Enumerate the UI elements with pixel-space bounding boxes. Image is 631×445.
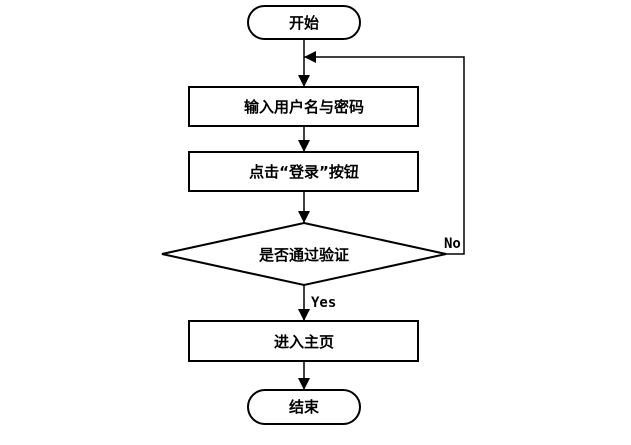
end-node: 结束 — [247, 389, 361, 425]
input-credentials-label: 输入用户名与密码 — [244, 98, 364, 116]
edge-yes-label: Yes — [311, 295, 336, 311]
click-login-node: 点击“登录”按钮 — [188, 151, 419, 192]
start-node: 开始 — [247, 5, 361, 40]
edge-no-loop-back — [304, 51, 465, 255]
end-node-shape — [247, 389, 361, 425]
edge-no-label: No — [444, 236, 461, 252]
input-credentials-shape — [188, 86, 419, 127]
start-node-label: 开始 — [289, 14, 319, 32]
enter-home-label: 进入主页 — [274, 333, 334, 351]
click-login-label: 点击“登录”按钮 — [249, 163, 359, 181]
verification-decision-node: 是否通过验证 — [161, 221, 447, 287]
enter-home-shape — [188, 320, 419, 362]
input-credentials-node: 输入用户名与密码 — [188, 86, 419, 127]
end-node-label: 结束 — [289, 398, 320, 416]
verification-decision-label: 是否通过验证 — [258, 246, 349, 264]
enter-home-node: 进入主页 — [188, 320, 419, 362]
